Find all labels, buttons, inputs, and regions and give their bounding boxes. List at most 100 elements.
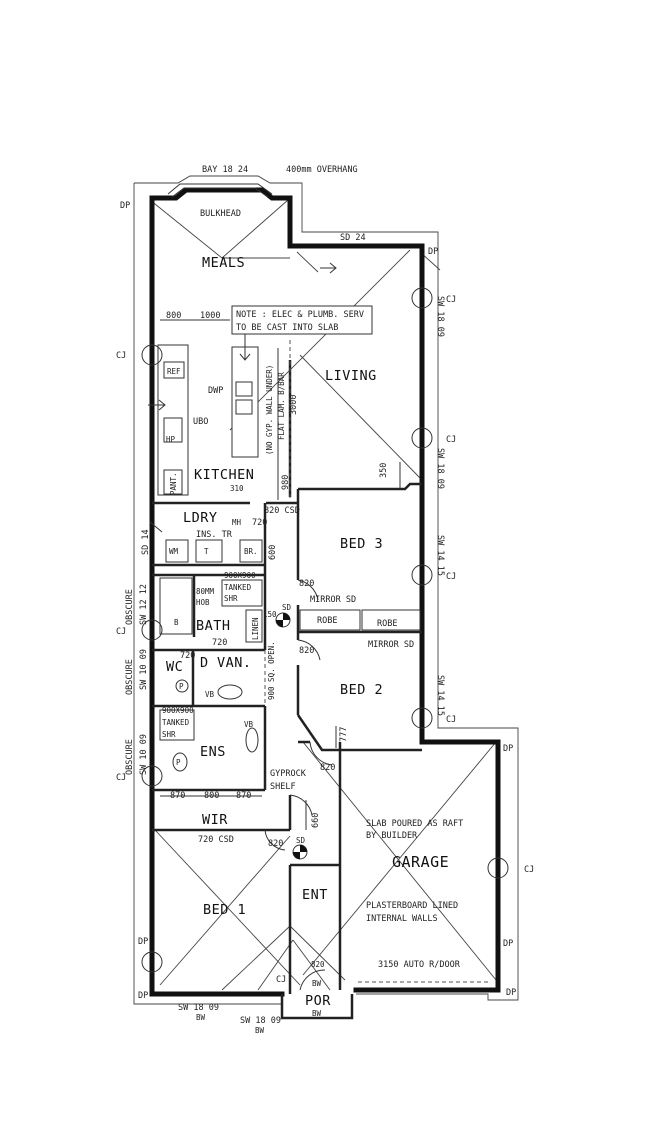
ens-tanked: TANKED (162, 718, 190, 727)
br-label: BR. (244, 547, 258, 556)
room-meals: MEALS (202, 255, 245, 271)
ens-shr-size: 900X900 (162, 706, 194, 715)
sd-label-1: SD (282, 603, 292, 612)
bw-por-2: BW (312, 1009, 322, 1018)
overhang-label: 400mm OVERHANG (286, 165, 358, 175)
room-kitchen: KITCHEN (194, 467, 254, 483)
cj-living-2: CJ (446, 435, 456, 445)
dp-bed1-sw: DP (138, 991, 148, 1001)
room-garage: GARAGE (392, 853, 449, 871)
dim-820-b: 820 (299, 579, 314, 589)
dim-800: 800 (166, 311, 181, 321)
bath-shr-size: 900X900 (224, 571, 256, 580)
sd14-label: SD 14 (141, 529, 151, 555)
sw1809-ent: SW 18 09 (240, 1016, 281, 1026)
dim-720-csd: 720 CSD (198, 835, 234, 845)
mirror-sd-2: MIRROR SD (368, 640, 414, 650)
dim-980: 980 (281, 475, 291, 490)
sw1415-bed3: SW 14 15 (435, 535, 445, 576)
linen-label: LINEN (251, 617, 260, 640)
dim-820-a: 820 (268, 839, 283, 849)
tub-label: T (204, 547, 209, 556)
obscure-ens: OBSCURE (125, 739, 135, 775)
leader-arrows (148, 262, 337, 533)
slab-note-2: BY BUILDER (366, 831, 418, 841)
external-walls (149, 183, 501, 1020)
sw1009-wc: SW 10 09 (139, 649, 149, 690)
plaster-note-2: INTERNAL WALLS (366, 914, 438, 924)
smoke-detector-icon (275, 612, 308, 860)
dim-310: 310 (230, 484, 244, 493)
note-line-2: TO BE CAST INTO SLAB (236, 323, 338, 333)
room-bed1: BED 1 (203, 902, 246, 918)
cj-kitchen: CJ (116, 351, 126, 361)
dim-777: 777 (339, 727, 349, 742)
dp-nw: DP (120, 201, 130, 211)
dwp-label: DWP (208, 386, 223, 396)
obscure-wc: OBSCURE (125, 659, 135, 695)
room-ens: ENS (200, 744, 226, 760)
ubo-label: UBO (193, 417, 208, 427)
gyp-note-1: (NO GYP. WALL UNDER) (265, 365, 274, 455)
dim-870-b: 870 (236, 791, 251, 801)
hob-label: HOB (196, 598, 210, 607)
bulkhead-label: BULKHEAD (200, 209, 241, 219)
dim-1000: 1000 (200, 311, 220, 321)
dim-720-a: 720 (252, 518, 267, 528)
pant-label: PANT. (169, 472, 178, 495)
bath-tanked: TANKED (224, 583, 252, 592)
room-wc: WC (166, 659, 183, 675)
internal-walls (152, 360, 422, 994)
dp-garage-se: DP (506, 988, 516, 998)
dp-garage-e: DP (503, 939, 513, 949)
gyprock-2: SHELF (270, 782, 296, 792)
bath-shr: SHR (224, 594, 238, 603)
dp-garage-ne: DP (503, 744, 513, 754)
bath-b: B (174, 618, 179, 627)
room-por: POR (305, 993, 331, 1009)
dim-820-c: 820 (299, 646, 314, 656)
sw1415-bed2: SW 14 15 (435, 675, 445, 716)
dim-3000: 3000 (289, 395, 299, 415)
dim-820-e: 820 (311, 960, 325, 969)
cj-living-1: CJ (446, 295, 456, 305)
gyprock-1: GYPROCK (270, 769, 307, 779)
bay-label: BAY 18 24 (202, 165, 248, 175)
dp-ne: DP (428, 247, 438, 257)
dim-350: 350 (379, 463, 389, 478)
bw-ent: BW (255, 1026, 265, 1035)
sw1809-living-2: SW 18 09 (435, 448, 445, 489)
sw1212-bath: SW 12 12 (139, 584, 149, 625)
room-ldry: LDRY (183, 510, 218, 526)
dim-600: 600 (268, 545, 278, 560)
sw1809-living-1: SW 18 09 (435, 296, 445, 337)
note-line-1: NOTE : ELEC & PLUMB. SERV (236, 310, 364, 320)
wc-p: P (179, 682, 184, 691)
ens-shr: SHR (162, 730, 176, 739)
robe-2: ROBE (377, 619, 397, 629)
ens-p: P (176, 758, 181, 767)
control-joint-markers (141, 287, 509, 973)
room-bath: BATH (196, 618, 231, 634)
sw1809-bed1: SW 18 09 (178, 1003, 219, 1013)
sw1009-ens: SW 10 09 (139, 734, 149, 775)
wm-label: WM (169, 547, 179, 556)
obscure-bath: OBSCURE (125, 589, 135, 625)
mirror-sd-1: MIRROR SD (310, 595, 356, 605)
door-swings (264, 340, 333, 991)
garage-door-label: 3150 AUTO R/DOOR (378, 960, 461, 970)
ens-vb: VB (244, 720, 254, 729)
room-ent: ENT (302, 887, 328, 903)
slab-note-1: SLAB POURED AS RAFT (366, 819, 463, 829)
roof-outline (133, 175, 519, 1005)
mh-label: MH (232, 518, 242, 527)
dim-720-b: 720 (212, 638, 227, 648)
dim-870-a: 870 (170, 791, 185, 801)
plaster-note-1: PLASTERBOARD LINED (366, 901, 458, 911)
fixtures (157, 344, 488, 983)
room-van: VAN. (217, 655, 252, 671)
dim-820-csd: 820 CSD (264, 506, 300, 516)
van-vb: VB (205, 690, 215, 699)
gyp-note-2: FLAT LAM. B/BAR (277, 372, 286, 440)
